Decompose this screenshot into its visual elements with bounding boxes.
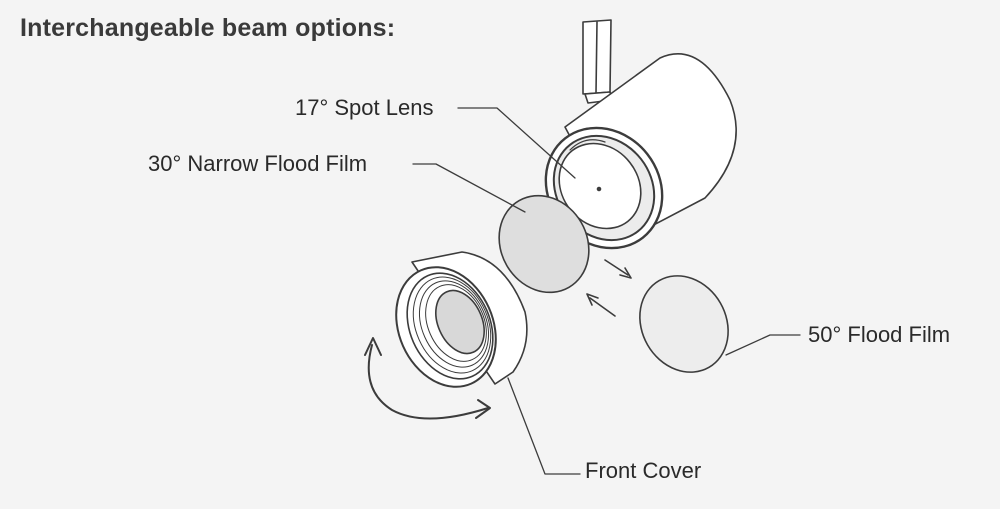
flood-film-disc (623, 260, 746, 389)
front-cover-ring (378, 251, 527, 403)
track-mount-stem (583, 20, 612, 103)
flood-film-leader-line (726, 335, 800, 355)
swap-arrow-left-icon (587, 294, 615, 316)
narrow-flood-leader-line (413, 164, 525, 212)
diagram-heading: Interchangeable beam options: (20, 14, 395, 43)
front-cover-leader-line (508, 378, 580, 474)
front-cover-label: Front Cover (585, 458, 701, 484)
narrow-flood-film-label: 30° Narrow Flood Film (148, 151, 367, 177)
spot-lens-label: 17° Spot Lens (295, 95, 433, 121)
swap-arrow-right-icon (605, 260, 631, 278)
flood-film-label: 50° Flood Film (808, 322, 950, 348)
